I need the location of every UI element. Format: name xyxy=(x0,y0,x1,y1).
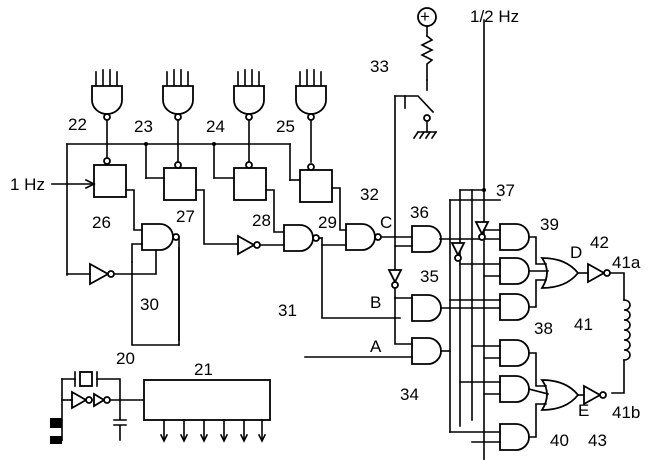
ref-24: 24 xyxy=(206,117,225,136)
or-gate-39 xyxy=(540,257,580,289)
inverter-42 xyxy=(587,262,611,284)
ref-22: 22 xyxy=(68,115,87,134)
inverter-bus-1 xyxy=(450,242,466,262)
half-hz-label: 1/2 Hz xyxy=(470,7,519,26)
ref-38: 38 xyxy=(534,319,553,338)
inverter-osc-1 xyxy=(71,390,93,410)
and-gate-37 xyxy=(499,223,530,251)
and-gate-38 xyxy=(499,339,530,367)
ref-40: 40 xyxy=(550,431,569,450)
ref-20: 20 xyxy=(116,349,135,368)
nand-gate-30 xyxy=(141,223,180,251)
ref-34: 34 xyxy=(400,385,419,404)
and-gate-37b xyxy=(499,257,530,285)
plus-label: + xyxy=(420,7,430,26)
ref-41b: 41b xyxy=(612,403,640,422)
nand-gate-23 xyxy=(162,69,194,121)
ref-41a: 41a xyxy=(612,253,641,272)
signal-b-label: B xyxy=(370,293,381,312)
nand-gate-24 xyxy=(233,69,265,121)
ref-35: 35 xyxy=(420,267,439,286)
inverter-osc-2 xyxy=(93,392,111,408)
and-gate-37c xyxy=(499,293,530,321)
signal-c-label: C xyxy=(380,213,392,232)
signal-d-label: D xyxy=(570,243,582,262)
inverter-mid xyxy=(237,234,261,256)
ref-41: 41 xyxy=(574,315,593,334)
ref-30: 30 xyxy=(140,295,159,314)
and-gate-35 xyxy=(411,294,442,322)
or-gate-40 xyxy=(540,379,580,411)
nand-gate-32 xyxy=(345,223,382,251)
nand-gate-31 xyxy=(283,224,320,252)
inverter-43 xyxy=(583,384,607,406)
counter-outputs xyxy=(159,419,267,443)
and-gate-38c xyxy=(499,423,530,451)
inverter-bottom-left xyxy=(89,262,115,286)
ref-23: 23 xyxy=(134,117,153,136)
flip-flop-28 xyxy=(233,161,267,201)
flip-flop-29 xyxy=(299,163,333,203)
and-gate-38b xyxy=(499,375,530,403)
ref-27: 27 xyxy=(176,207,195,226)
ref-25: 25 xyxy=(276,117,295,136)
ref-28: 28 xyxy=(252,211,271,230)
ref-42: 42 xyxy=(590,233,609,252)
coil-41 xyxy=(623,299,631,361)
signal-e-label: E xyxy=(578,401,589,420)
inverter-33 xyxy=(387,269,403,289)
ref-33: 33 xyxy=(370,57,389,76)
counter-21 xyxy=(143,379,271,421)
nand-gate-22 xyxy=(91,69,123,121)
and-gate-34 xyxy=(411,337,442,365)
ref-31: 31 xyxy=(278,301,297,320)
and-gate-36 xyxy=(411,225,442,253)
nand-gate-25 xyxy=(295,69,327,121)
ref-43: 43 xyxy=(588,431,607,450)
ref-36: 36 xyxy=(410,203,429,222)
inverter-bus-2 xyxy=(474,221,490,241)
ref-39: 39 xyxy=(540,215,559,234)
ref-21: 21 xyxy=(194,360,213,379)
flip-flop-27 xyxy=(163,161,197,201)
flip-flop-26 xyxy=(93,157,127,198)
ref-32: 32 xyxy=(360,185,379,204)
signal-a-label: A xyxy=(370,337,382,356)
ref-29: 29 xyxy=(318,213,337,232)
ref-37: 37 xyxy=(496,181,515,200)
ref-26: 26 xyxy=(92,213,111,232)
one-hz-label: 1 Hz xyxy=(10,175,45,194)
crystal-20 xyxy=(74,371,98,387)
